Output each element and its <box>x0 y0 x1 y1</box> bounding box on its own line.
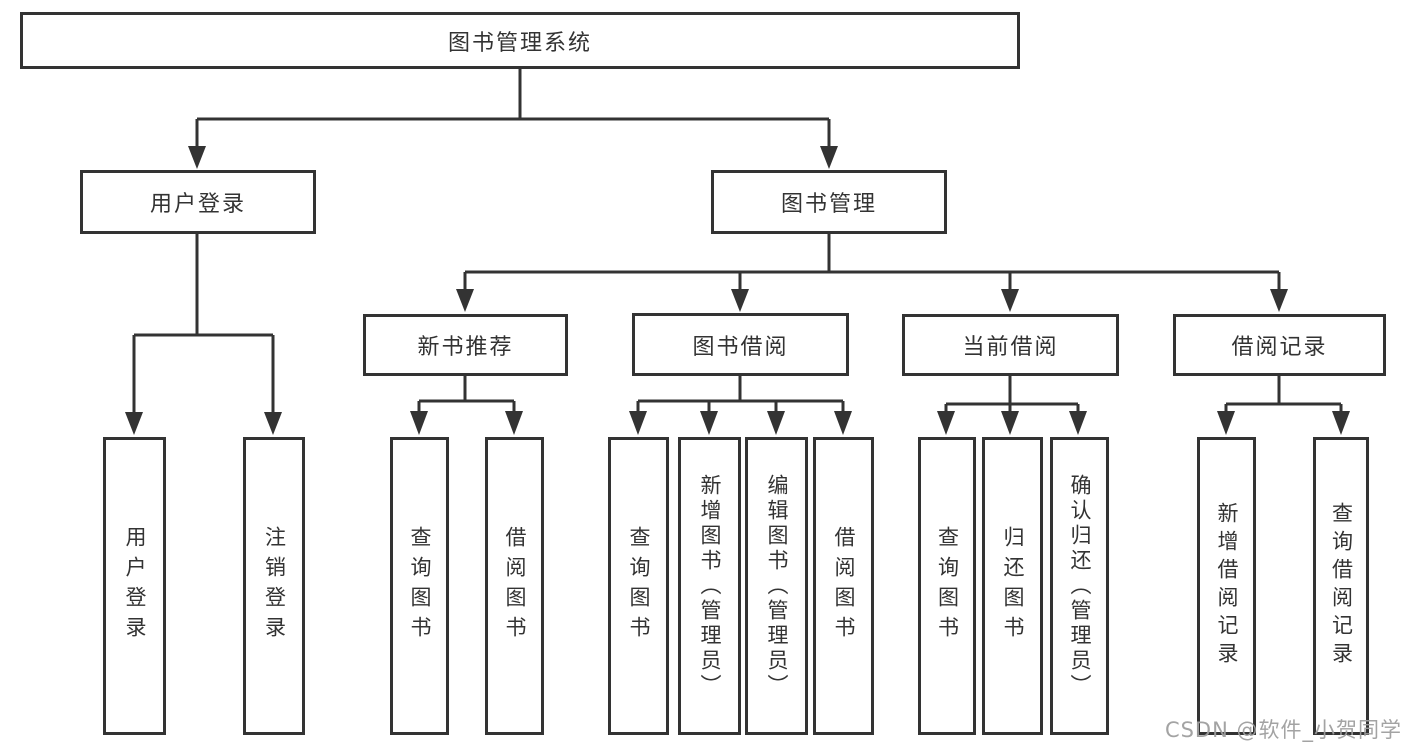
leaf-records-query-record-label: 查询借阅记录 <box>1329 502 1354 670</box>
leaf-logout-label: 注销登录 <box>262 526 287 646</box>
node-current-borrowing-label: 当前借阅 <box>962 335 1059 360</box>
node-book-management-label: 图书管理 <box>780 192 877 217</box>
leaf-borrowing-add-book-admin: 新增图书（管理员） <box>678 437 741 735</box>
leaf-current-query-book-label: 查询图书 <box>935 526 960 646</box>
node-user-login: 用户登录 <box>80 170 316 234</box>
leaf-borrowing-edit-book-admin: 编辑图书（管理员） <box>745 437 808 735</box>
node-new-book-recommend-label: 新书推荐 <box>417 335 514 360</box>
leaf-user-login-label: 用户登录 <box>123 526 147 646</box>
leaf-borrowing-borrow-book: 借阅图书 <box>813 437 874 735</box>
leaf-recommend-borrow-book: 借阅图书 <box>485 437 544 735</box>
leaf-current-return-book: 归还图书 <box>982 437 1043 735</box>
csdn-watermark: CSDN @软件_小贺同学 <box>1164 718 1402 742</box>
leaf-borrowing-edit-book-admin-label: 编辑图书（管理员） <box>765 473 789 699</box>
node-root: 图书管理系统 <box>20 12 1020 69</box>
leaf-logout: 注销登录 <box>243 437 305 735</box>
leaf-current-return-book-label: 归还图书 <box>1001 526 1025 646</box>
node-book-borrowing-label: 图书借阅 <box>692 334 789 360</box>
node-book-management: 图书管理 <box>711 170 947 234</box>
leaf-records-query-record: 查询借阅记录 <box>1313 437 1369 735</box>
leaf-recommend-query-book-label: 查询图书 <box>408 526 432 646</box>
leaf-recommend-borrow-book-label: 借阅图书 <box>503 526 527 646</box>
node-root-label: 图书管理系统 <box>447 30 592 56</box>
leaf-current-query-book: 查询图书 <box>918 437 976 735</box>
node-book-borrowing: 图书借阅 <box>632 313 849 376</box>
leaf-borrowing-borrow-book-label: 借阅图书 <box>832 526 856 646</box>
node-current-borrowing: 当前借阅 <box>902 314 1119 376</box>
node-borrow-records: 借阅记录 <box>1173 314 1386 376</box>
leaf-borrowing-query-book-label: 查询图书 <box>627 526 651 646</box>
leaf-records-add-record-label: 新增借阅记录 <box>1215 502 1239 670</box>
leaf-current-confirm-return-admin: 确认归还（管理员） <box>1050 437 1109 735</box>
leaf-borrowing-add-book-admin-label: 新增图书（管理员） <box>698 473 722 699</box>
node-user-login-label: 用户登录 <box>149 192 246 217</box>
node-borrow-records-label: 借阅记录 <box>1231 335 1328 360</box>
node-new-book-recommend: 新书推荐 <box>363 314 568 376</box>
leaf-records-add-record: 新增借阅记录 <box>1197 437 1256 735</box>
leaf-recommend-query-book: 查询图书 <box>390 437 449 735</box>
leaf-borrowing-query-book: 查询图书 <box>608 437 669 735</box>
leaf-user-login: 用户登录 <box>103 437 166 735</box>
leaf-current-confirm-return-admin-label: 确认归还（管理员） <box>1068 473 1092 699</box>
